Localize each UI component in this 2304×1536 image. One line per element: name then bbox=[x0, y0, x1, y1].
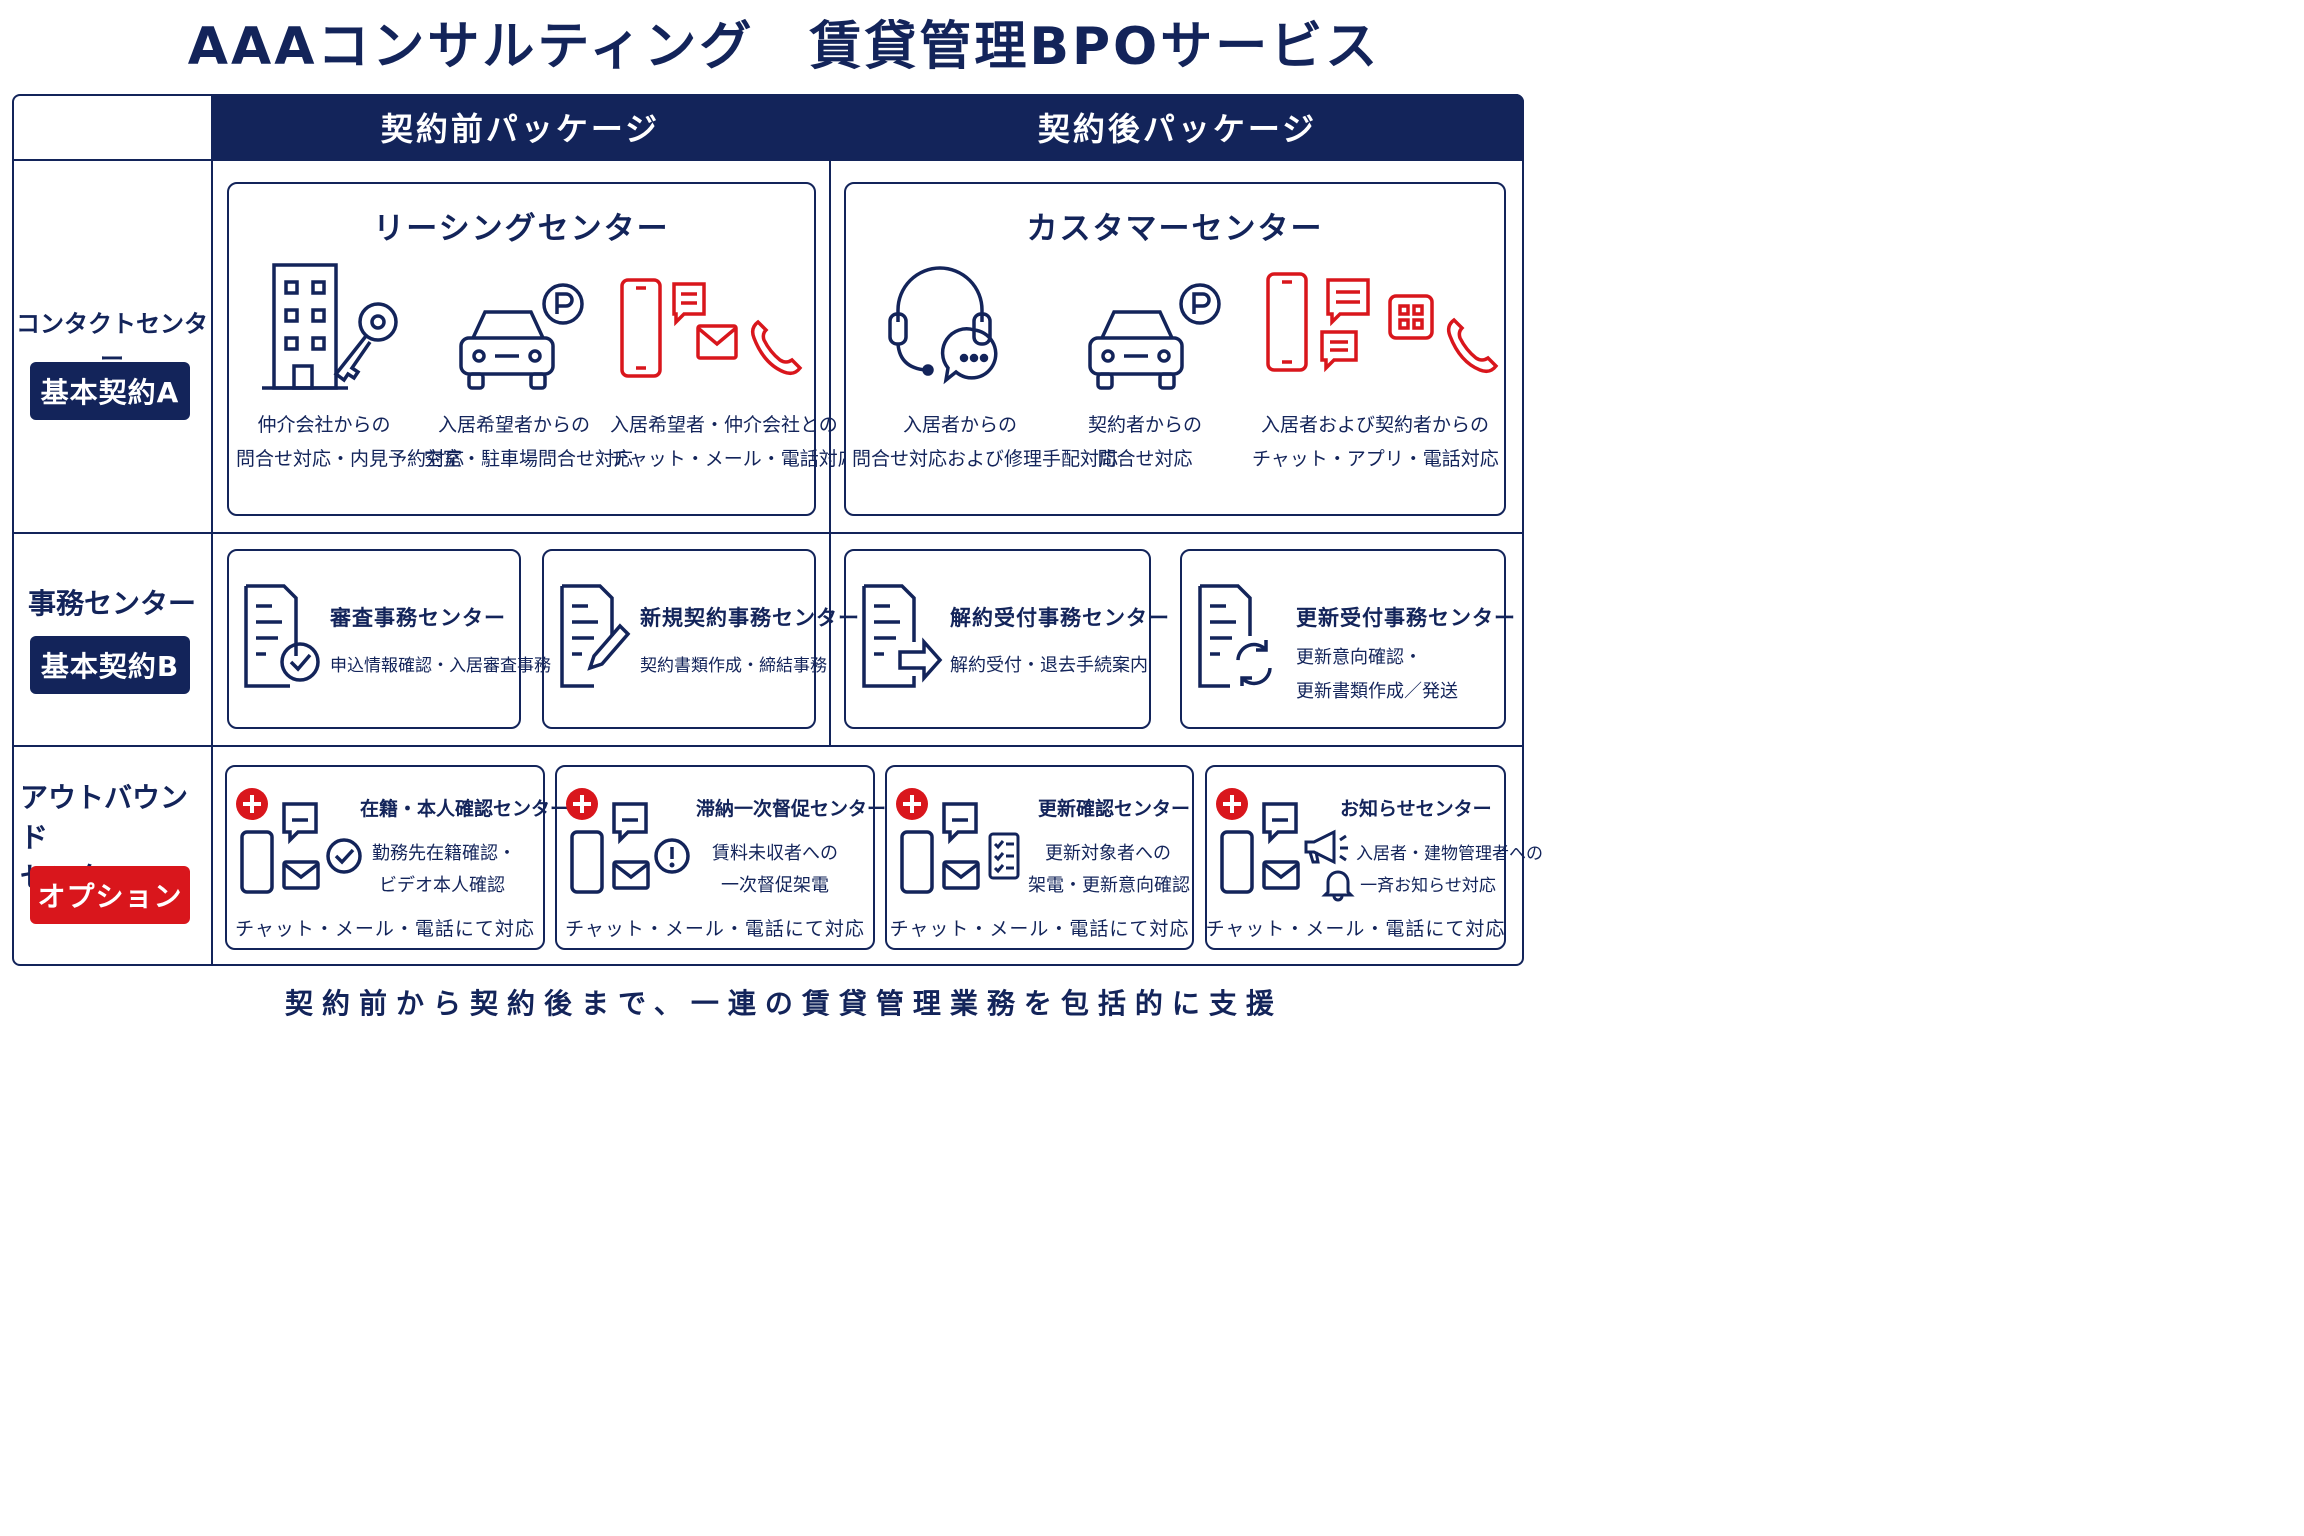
outbound-desc: 勤務先在籍確認・ ビデオ本人確認 bbox=[372, 838, 516, 902]
plus-badge-icon bbox=[1216, 788, 1248, 820]
outbound-channel-icons bbox=[1216, 788, 1300, 894]
outbound-card-arrears bbox=[555, 765, 875, 950]
outbound-footer: チャット・メール・電話にて対応 bbox=[565, 918, 865, 940]
caption-leasing-2: 入居希望者からの 空室・駐車場問合せ対応 bbox=[424, 408, 634, 476]
outbound-channel-icons bbox=[896, 788, 980, 894]
outbound-channel-icons bbox=[566, 788, 650, 894]
desc-line: 更新対象者への bbox=[1045, 843, 1171, 864]
grid-line bbox=[829, 94, 831, 745]
caption-line: 問合せ対応および修理手配対応 bbox=[852, 448, 1119, 470]
outbound-title: 更新確認センター bbox=[1038, 798, 1191, 820]
outbound-title: お知らせセンター bbox=[1340, 798, 1492, 820]
leasing-center-title: リーシングセンター bbox=[373, 211, 670, 247]
column-header-post-contract: 契約後パッケージ bbox=[831, 94, 1524, 160]
document-check-icon bbox=[244, 584, 320, 688]
office-title: 更新受付事務センター bbox=[1296, 606, 1516, 630]
office-desc: 更新意向確認・ bbox=[1296, 647, 1422, 668]
desc-line: 賃料未収者への bbox=[712, 843, 838, 864]
desc-line: 一次督促架電 bbox=[721, 875, 829, 896]
caption-customer-3: 入居者および契約者からの チャット・アプリ・電話対応 bbox=[1252, 408, 1499, 476]
office-title: 解約受付事務センター bbox=[950, 606, 1170, 630]
headset-chat-icon bbox=[888, 266, 998, 385]
exclamation-circle-icon bbox=[654, 838, 690, 874]
office-title: 審査事務センター bbox=[330, 606, 506, 630]
outbound-card-identity bbox=[225, 765, 545, 950]
outbound-channel-icons bbox=[236, 788, 320, 894]
plus-badge-icon bbox=[896, 788, 928, 820]
caption-line: 契約者からの bbox=[1087, 414, 1202, 436]
badge-basic-contract-b: 基本契約B bbox=[30, 636, 190, 694]
car-parking-icon bbox=[1088, 283, 1221, 390]
grid-line bbox=[12, 745, 1524, 747]
caption-line: 入居希望者・仲介会社との bbox=[610, 414, 838, 436]
caption-leasing-1: 仲介会社からの 問合せ対応・内見予約対応 bbox=[236, 408, 465, 476]
megaphone-bell-icon bbox=[1304, 829, 1355, 902]
outbound-title: 在籍・本人確認センター bbox=[360, 798, 570, 820]
customer-center-title: カスタマーセンター bbox=[1026, 211, 1324, 247]
outbound-desc: 入居者・建物管理者への 一斉お知らせ対応 bbox=[1356, 838, 1543, 902]
desc-line: 入居者・建物管理者への bbox=[1356, 844, 1543, 864]
office-desc: 申込情報確認・入居審査事務 bbox=[330, 656, 551, 676]
desc-line: 一斉お知らせ対応 bbox=[1360, 876, 1496, 896]
desc-line: 勤務先在籍確認・ bbox=[372, 843, 516, 864]
caption-customer-1: 入居者からの 問合せ対応および修理手配対応 bbox=[852, 408, 1119, 476]
row-label-line: アウトバウンド bbox=[20, 781, 189, 854]
check-circle-icon bbox=[326, 838, 362, 874]
office-desc: 解約受付・退去手続案内 bbox=[950, 655, 1148, 676]
caption-line: 問合せ対応・内見予約対応 bbox=[236, 448, 465, 470]
caption-line: 空室・駐車場問合せ対応 bbox=[424, 448, 634, 470]
phone-chat-app-call-icon bbox=[1266, 272, 1499, 374]
document-pen-icon bbox=[560, 584, 631, 688]
caption-customer-2: 契約者からの 問合せ対応 bbox=[1072, 408, 1218, 476]
column-header-pre-contract: 契約前パッケージ bbox=[212, 94, 829, 160]
desc-line: ビデオ本人確認 bbox=[379, 875, 505, 896]
phone-chat-mail-call-icon bbox=[620, 278, 803, 378]
document-arrow-icon bbox=[862, 584, 943, 688]
plus-badge-icon bbox=[566, 788, 598, 820]
office-title: 新規契約事務センター bbox=[640, 606, 860, 630]
office-desc: 更新書類作成／発送 bbox=[1296, 681, 1458, 702]
outbound-card-renewal-check bbox=[885, 765, 1194, 950]
caption-line: 入居者からの bbox=[902, 414, 1017, 436]
footer-tagline: 契約前から契約後まで、一連の賃貸管理業務を包括的に支援 bbox=[285, 987, 1283, 1020]
car-parking-icon bbox=[459, 283, 584, 390]
document-refresh-icon bbox=[1198, 584, 1272, 688]
grid-line bbox=[211, 94, 213, 966]
grid-line bbox=[12, 159, 1524, 161]
row-label-office-center: 事務センター bbox=[27, 587, 196, 620]
badge-option: オプション bbox=[30, 866, 190, 924]
outbound-desc: 賃料未収者への 一次督促架電 bbox=[700, 838, 850, 902]
caption-line: 問合せ対応 bbox=[1097, 448, 1193, 470]
outbound-card-notice bbox=[1205, 765, 1506, 950]
office-desc: 契約書類作成・締結事務 bbox=[640, 656, 827, 676]
desc-line: 架電・更新意向確認 bbox=[1028, 875, 1190, 896]
caption-line: 入居希望者からの bbox=[437, 414, 590, 436]
checklist-icon bbox=[988, 832, 1020, 880]
caption-line: 仲介会社からの bbox=[257, 414, 391, 436]
outbound-footer: チャット・メール・電話にて対応 bbox=[235, 918, 535, 940]
page-title: AAAコンサルティング 賃貸管理BPOサービス bbox=[187, 17, 1381, 77]
caption-leasing-3: 入居希望者・仲介会社との チャット・メール・電話対応 bbox=[610, 408, 857, 476]
plus-badge-icon bbox=[236, 788, 268, 820]
badge-basic-contract-a: 基本契約A bbox=[30, 362, 190, 420]
caption-line: チャット・アプリ・電話対応 bbox=[1252, 448, 1499, 470]
caption-line: 入居者および契約者からの bbox=[1260, 414, 1489, 436]
office-card-renewal bbox=[1180, 549, 1506, 729]
caption-line: チャット・メール・電話対応 bbox=[610, 448, 857, 470]
outbound-footer: チャット・メール・電話にて対応 bbox=[889, 918, 1190, 940]
building-key-icon bbox=[262, 263, 398, 390]
outbound-title: 滞納一次督促センター bbox=[696, 798, 887, 820]
outbound-footer: チャット・メール・電話にて対応 bbox=[1205, 918, 1506, 940]
customer-center-panel bbox=[844, 182, 1506, 516]
grid-line bbox=[12, 532, 1524, 534]
outbound-desc: 更新対象者への 架電・更新意向確認 bbox=[1028, 838, 1190, 902]
